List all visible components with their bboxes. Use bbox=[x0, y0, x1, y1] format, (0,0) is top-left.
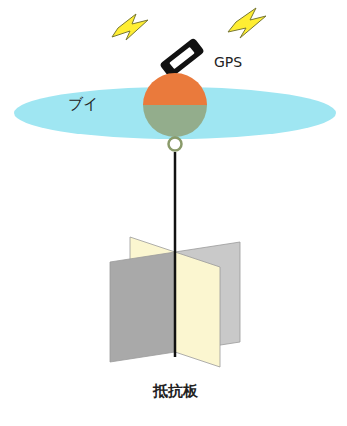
buoy: ブイ bbox=[140, 70, 210, 152]
device-label: GPS bbox=[214, 54, 242, 70]
signal-bolt bbox=[112, 14, 148, 40]
drogue: 抵抗板 bbox=[90, 232, 260, 417]
drogue-shape bbox=[90, 232, 260, 377]
gps-device bbox=[159, 37, 205, 78]
node-label: ブイ bbox=[68, 95, 98, 114]
tether-line bbox=[174, 152, 177, 232]
buoy-shape bbox=[140, 70, 210, 152]
signal-bolt bbox=[228, 8, 266, 38]
node-label: 抵抗板 bbox=[153, 382, 198, 401]
